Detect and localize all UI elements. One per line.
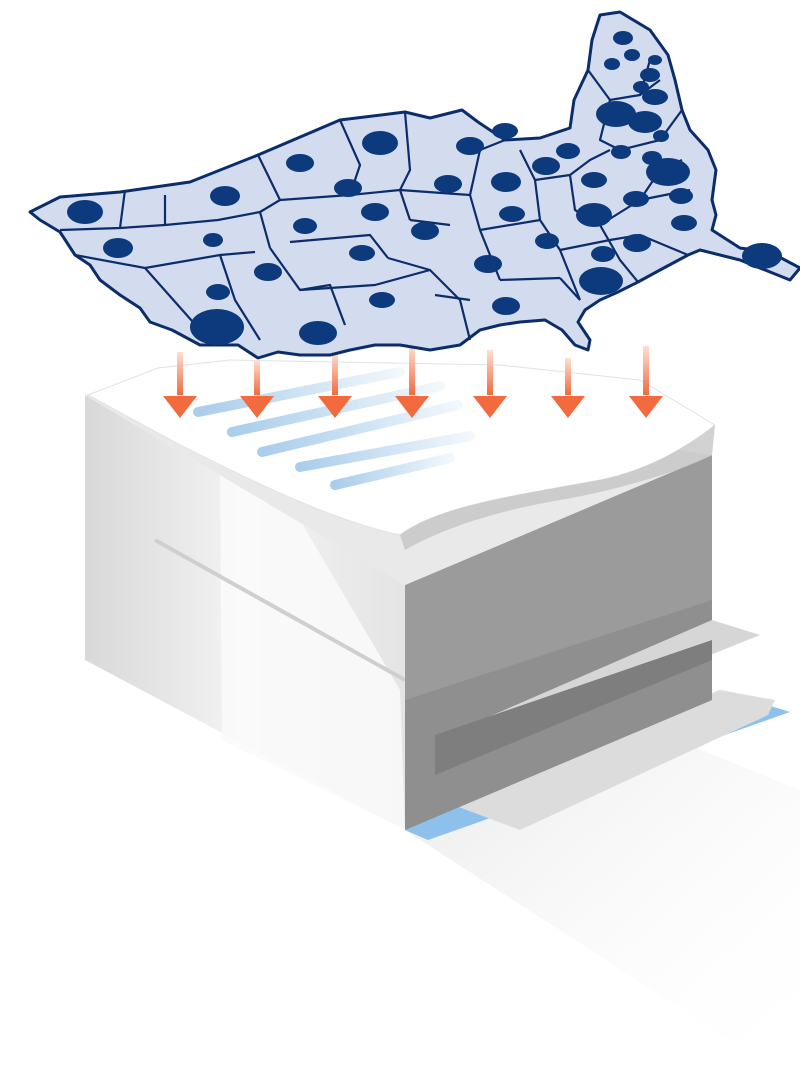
map-data-dot [210,186,240,206]
map-data-dot [596,101,636,127]
map-data-dot [203,233,223,247]
map-data-dot [299,321,337,345]
map-data-dot [491,172,521,192]
down-arrow-icon [551,358,585,418]
map-data-dot [611,145,631,159]
map-data-dot [604,58,620,70]
tray-slot [435,640,712,775]
map-data-dot [190,309,244,345]
map-data-dot [492,123,518,139]
map-data-dot [434,175,462,193]
map-data-dot [579,267,623,295]
map-data-dot [669,188,693,204]
map-data-dot [628,111,662,133]
map-data-dot [640,68,660,82]
map-data-dot [591,246,615,262]
map-data-dot [535,233,559,249]
down-arrow-icon [163,352,197,418]
map-data-dot [349,245,375,261]
map-data-dot [456,137,484,155]
map-data-dot [633,81,649,93]
map-data-dot [286,154,314,172]
map-data-dot [556,143,580,159]
down-arrow-icon [395,345,429,418]
us-state-map-icon [28,10,800,360]
down-arrow-icon [318,352,352,418]
stack-front-highlight [220,475,405,830]
map-data-dot [623,234,651,252]
map-data-dot [613,31,633,45]
down-arrow-icon [629,346,663,418]
map-data-dot [646,158,690,186]
map-data-dot [742,243,782,269]
map-data-dot [103,238,133,258]
document-text-line [330,453,455,490]
document-text-line [295,431,475,472]
stack-front-groove [154,538,406,682]
map-data-dot [653,130,669,142]
map-data-dot [361,203,389,221]
map-data-dot [623,191,649,207]
map-data-dot [206,284,230,300]
map-data-dot [411,222,439,240]
map-data-dot [474,255,502,273]
map-data-dot [576,203,612,227]
map-outline [28,10,800,360]
down-arrow-icon [473,350,507,418]
document-lines [193,367,475,490]
map-data-dot [254,263,282,281]
bottom-sheet [440,690,775,830]
map-data-dot [67,200,103,224]
map-data-dot [362,131,398,155]
map-data-dot [334,179,362,197]
map-data-dot [648,55,662,65]
arrow-row [163,345,663,418]
map-data-dot [624,49,640,61]
map-data-dot [293,218,317,234]
down-arrow-icon [240,360,274,418]
map-data-dot [671,215,697,231]
document-curl-shadow [400,425,715,550]
map-data-dot [581,172,607,188]
map-data-dot [492,297,520,315]
document-text-line [193,367,405,417]
map-data-dot [369,292,395,308]
map-data-dot [642,89,668,105]
data-point-dots [67,31,782,345]
map-data-dot [499,206,525,222]
document-text-line [257,400,463,457]
map-data-dot [532,157,560,175]
